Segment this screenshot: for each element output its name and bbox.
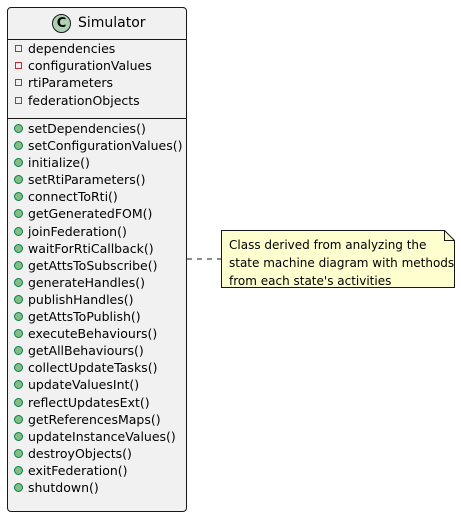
public-visibility-icon — [14, 226, 23, 236]
method-row[interactable]: publishHandles() — [8, 291, 186, 308]
method-row[interactable]: generateHandles() — [8, 274, 186, 291]
public-visibility-icon — [14, 329, 23, 339]
field-row[interactable]: dependencies — [8, 40, 186, 57]
private-visibility-icon — [15, 96, 22, 104]
method-row[interactable]: getAllBehaviours() — [8, 342, 186, 359]
public-visibility-icon — [14, 124, 23, 133]
class-header: C Simulator — [8, 8, 186, 40]
method-name: joinFederation() — [28, 223, 127, 239]
method-name: generateHandles() — [28, 274, 145, 290]
method-row[interactable]: getAttsToSubscribe() — [8, 257, 186, 274]
method-name: getReferencesMaps() — [28, 411, 161, 427]
public-visibility-icon — [14, 209, 23, 219]
method-row[interactable]: reflectUpdatesExt() — [8, 394, 186, 411]
method-row[interactable]: shutdown() — [8, 479, 186, 496]
method-row[interactable]: getAttsToPublish() — [8, 308, 186, 325]
public-visibility-icon — [14, 380, 23, 390]
method-row[interactable]: waitForRtiCallback() — [8, 240, 186, 257]
method-row[interactable]: connectToRti() — [8, 188, 186, 205]
public-visibility-icon — [14, 294, 23, 304]
note-line: from each state's activities — [229, 274, 392, 288]
field-name: dependencies — [28, 41, 116, 56]
field-name: configurationValues — [28, 58, 152, 74]
method-row[interactable]: destroyObjects() — [8, 445, 186, 462]
field-name: rtiParameters — [28, 75, 114, 91]
note-line: state machine diagram with methods — [229, 256, 455, 270]
method-name: updateInstanceValues() — [28, 428, 176, 444]
method-row[interactable]: updateValuesInt() — [8, 376, 186, 393]
method-name: updateValuesInt() — [28, 377, 140, 393]
public-visibility-icon — [14, 175, 23, 185]
method-row[interactable]: collectUpdateTasks() — [8, 359, 186, 376]
public-visibility-icon — [14, 363, 23, 373]
note-text: Class derived from analyzing the state m… — [229, 236, 454, 290]
method-row[interactable]: joinFederation() — [8, 223, 186, 240]
note-shape — [221, 230, 455, 288]
method-name: exitFederation() — [28, 462, 128, 478]
field-row[interactable]: federationObjects — [8, 92, 186, 109]
method-row[interactable]: executeBehaviours() — [8, 325, 186, 342]
field-name: federationObjects — [28, 92, 140, 108]
method-name: initialize() — [28, 155, 90, 171]
method-name: setDependencies() — [28, 121, 146, 136]
public-visibility-icon — [14, 482, 23, 492]
methods-section: setDependencies() setConfigurationValues(… — [8, 120, 186, 496]
class-name: Simulator — [78, 15, 146, 31]
class-stereotype-icon: C — [52, 14, 71, 33]
public-visibility-icon — [14, 431, 23, 441]
method-row[interactable]: setDependencies() — [8, 120, 186, 137]
public-visibility-icon — [14, 277, 23, 287]
method-name: getAttsToSubscribe() — [28, 257, 158, 273]
method-row[interactable]: getReferencesMaps() — [8, 411, 186, 428]
public-visibility-icon — [14, 141, 23, 151]
method-row[interactable]: initialize() — [8, 154, 186, 171]
method-row[interactable]: setRtiParameters() — [8, 171, 186, 188]
method-name: setRtiParameters() — [28, 172, 146, 188]
public-visibility-icon — [14, 260, 23, 270]
simulator-class[interactable]: C Simulator dependencies configurationVal… — [7, 7, 187, 512]
private-visibility-icon — [15, 45, 22, 52]
public-visibility-icon — [14, 158, 23, 168]
public-visibility-icon — [14, 192, 23, 202]
method-name: getAttsToPublish() — [28, 309, 141, 325]
method-name: shutdown() — [28, 479, 99, 495]
method-row[interactable]: setConfigurationValues() — [8, 137, 186, 154]
method-name: collectUpdateTasks() — [28, 360, 158, 376]
public-visibility-icon — [14, 346, 23, 356]
public-visibility-icon — [14, 414, 23, 424]
public-visibility-icon — [14, 397, 23, 407]
method-row[interactable]: exitFederation() — [8, 462, 186, 479]
private-visibility-icon — [15, 79, 22, 87]
method-name: getAllBehaviours() — [28, 343, 144, 359]
method-row[interactable]: updateInstanceValues() — [8, 428, 186, 445]
method-name: setConfigurationValues() — [28, 138, 183, 154]
method-name: destroyObjects() — [28, 445, 132, 461]
method-name: waitForRtiCallback() — [28, 240, 154, 256]
method-name: getGeneratedFOM() — [28, 206, 153, 222]
private-visibility-icon — [15, 62, 22, 70]
public-visibility-icon — [14, 312, 23, 322]
method-name: connectToRti() — [28, 189, 118, 205]
field-row[interactable]: rtiParameters — [8, 74, 186, 91]
method-name: executeBehaviours() — [28, 326, 158, 342]
field-row[interactable]: configurationValues — [8, 57, 186, 74]
note-line: Class derived from analyzing the — [229, 238, 427, 252]
public-visibility-icon — [14, 243, 23, 253]
method-name: publishHandles() — [28, 291, 134, 307]
public-visibility-icon — [14, 448, 23, 458]
public-visibility-icon — [14, 465, 23, 475]
note[interactable]: Class derived from analyzing the state m… — [221, 230, 455, 288]
method-row[interactable]: getGeneratedFOM() — [8, 205, 186, 222]
method-name: reflectUpdatesExt() — [28, 394, 150, 410]
